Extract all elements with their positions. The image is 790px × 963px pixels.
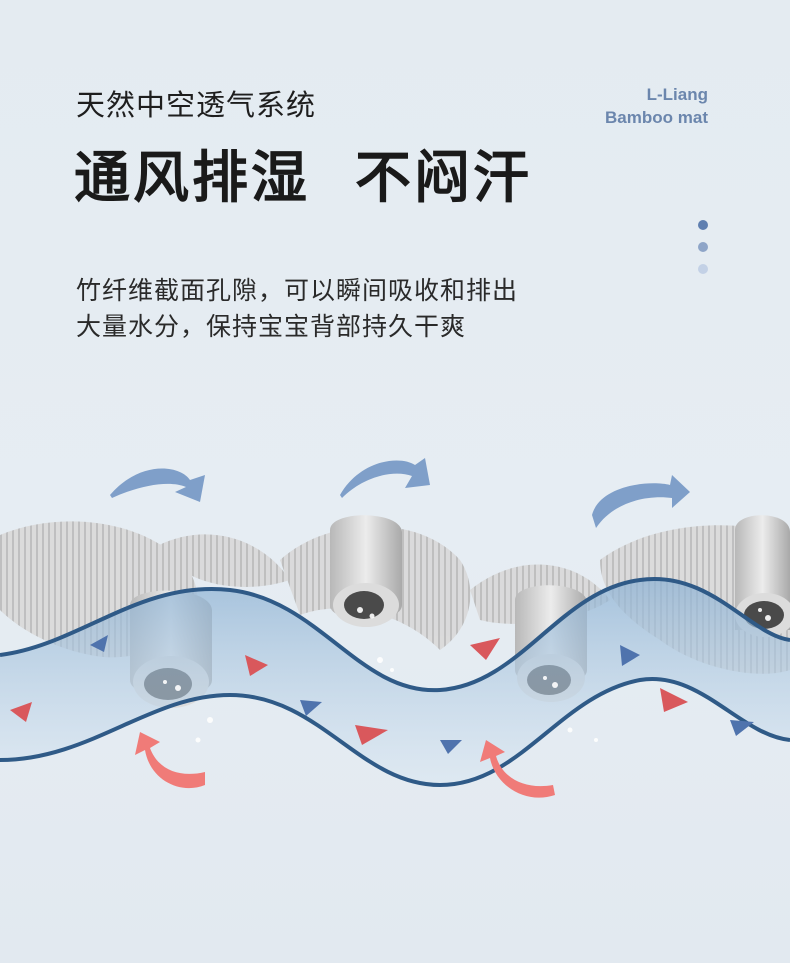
brand-label: L-Liang Bamboo mat [605, 83, 708, 129]
mat-layer-wave-icon [0, 576, 790, 788]
indicator-dot [698, 242, 708, 252]
heat-arrow-icon [10, 638, 688, 745]
heat-arrow-icon [135, 732, 555, 798]
description-line: 大量水分，保持宝宝背部持久干爽 [76, 312, 467, 341]
airflow-arrow-icon [90, 635, 754, 754]
indicator-dot [698, 220, 708, 230]
section-subtitle: 天然中空透气系统 [76, 88, 317, 122]
feature-description: 竹纤维截面孔隙，可以瞬间吸收和排出 大量水分，保持宝宝背部持久干爽 [76, 273, 518, 345]
brand-product: Bamboo mat [605, 108, 708, 127]
airflow-arrow-icon [110, 458, 690, 528]
bamboo-fiber-tube-icon [330, 515, 402, 627]
fiber-ventilation-illustration [0, 458, 790, 798]
water-droplet-icon [163, 607, 771, 743]
brand-name: L-Liang [646, 85, 708, 104]
page-indicator [698, 220, 710, 286]
description-line: 竹纤维截面孔隙，可以瞬间吸收和排出 [76, 276, 519, 305]
section-headline: 通风排湿 不闷汗 [74, 146, 532, 211]
indicator-dot [698, 264, 708, 274]
